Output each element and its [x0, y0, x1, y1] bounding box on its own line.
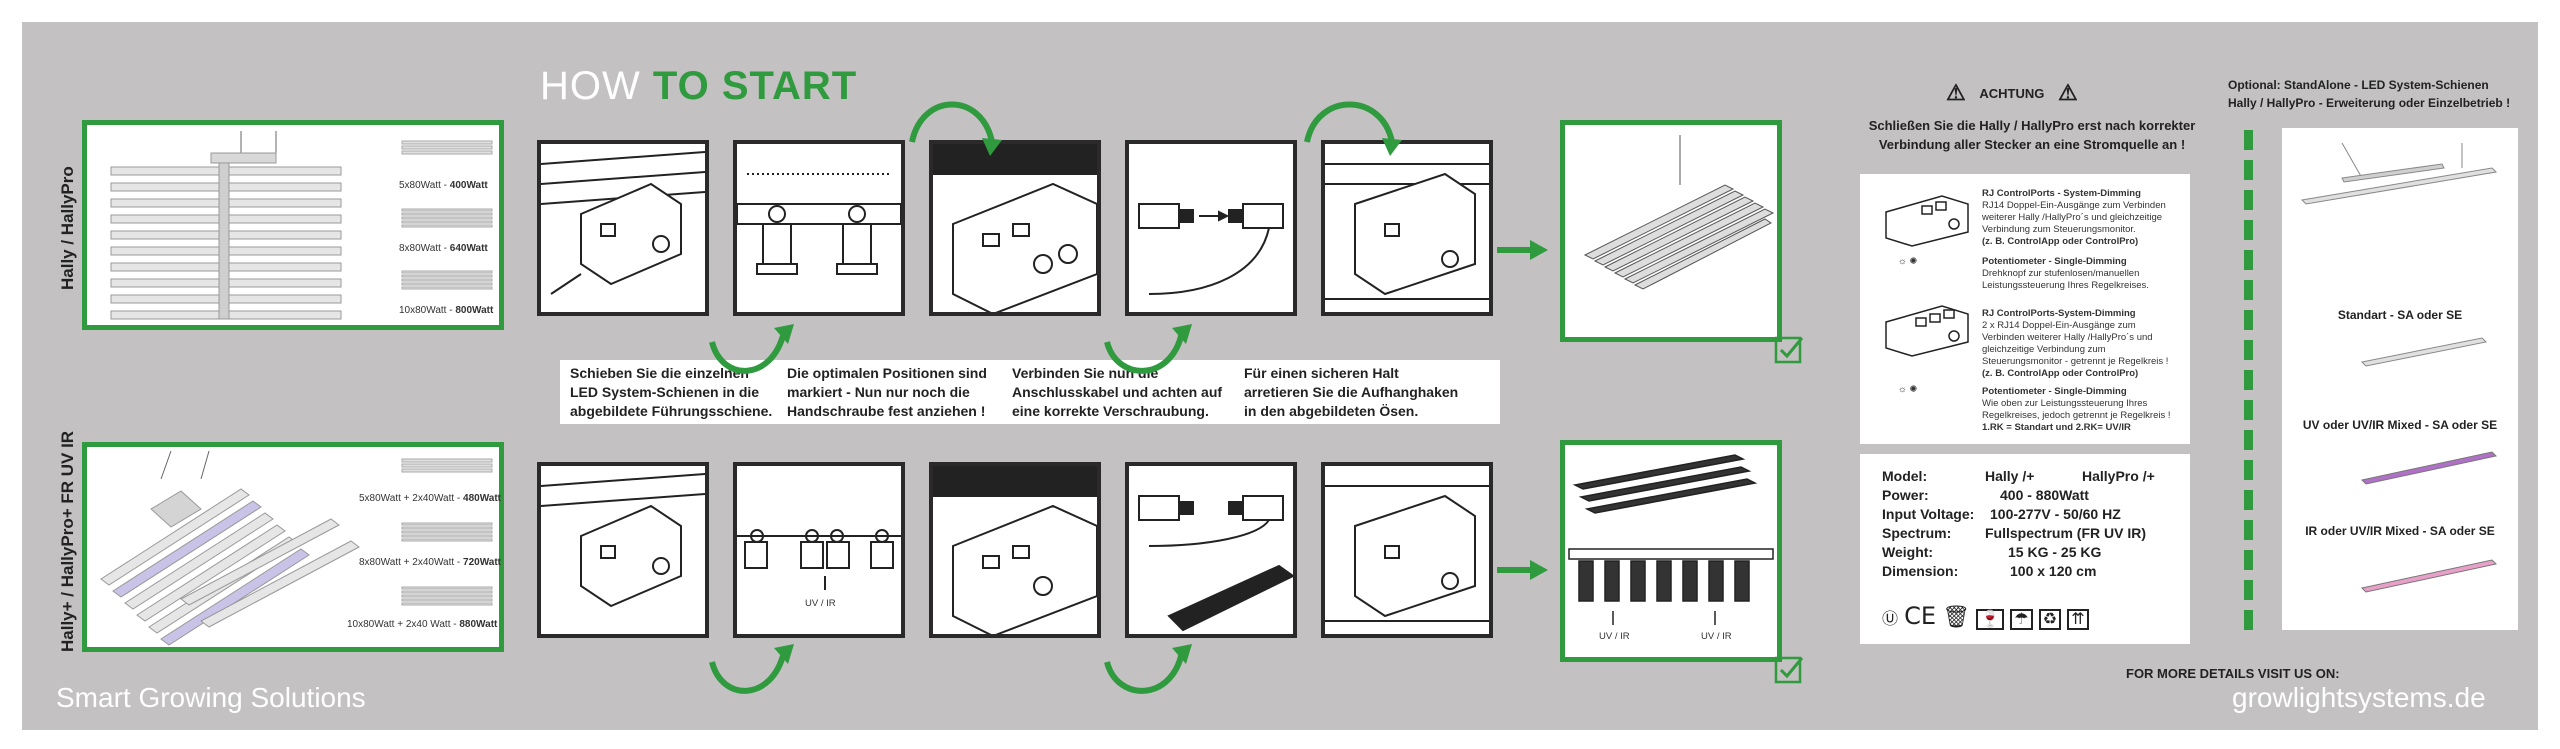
checkmark-icon — [1774, 336, 1804, 364]
spec-power: Power: — [1882, 487, 1929, 503]
title-part-1: HOW — [540, 64, 653, 108]
spec-dimension-value: 100 x 120 cm — [2010, 563, 2097, 579]
curved-arrow-icon — [1104, 651, 1185, 694]
standalone-rail-uv-image — [2360, 451, 2498, 485]
flow-arrows — [709, 101, 1548, 694]
spec-weight-value: 15 KG - 25 KG — [2008, 544, 2102, 560]
variant-3-label: 10x80Watt - 800Watt — [399, 305, 494, 316]
step-7-image: UV / IR — [733, 462, 905, 638]
curved-arrow-icon — [1104, 331, 1185, 374]
product-2-fixture-image — [100, 450, 360, 646]
recycle-icon: ♻ — [2038, 609, 2062, 630]
product-1-fixture-image — [110, 131, 342, 320]
product-1-side-label: Hally / HallyPro — [58, 166, 77, 290]
product-2-side-label: Hally+ / HallyPro+ FR UV IR — [58, 430, 77, 652]
variant-1-label: 5x80Watt - 400Watt — [399, 180, 488, 191]
step-8-image — [929, 462, 1101, 638]
optional-label-3: IR oder UV/IR Mixed - SA oder SE — [2305, 524, 2495, 538]
ul-listed-icon: Ⓤ — [1882, 611, 1899, 628]
weee-bin-icon: 🗑 — [1942, 604, 1971, 629]
specs-panel: Model: Hally /+ HallyPro /+ Power: 400 -… — [1860, 454, 2190, 644]
product-1-box: 5x80Watt - 400Watt 8x80Watt - 640Watt 10… — [82, 120, 504, 330]
result-2-image: UV / IR UV / IR — [1560, 440, 1782, 662]
control-4-text: Potentiometer - Single-Dimming Wie oben … — [1982, 386, 2171, 433]
checkmark-icon — [1774, 656, 1804, 684]
variant-plus-3-label: 10x80Watt + 2x40 Watt - 880Watt — [347, 619, 498, 630]
spec-model-value-2: HallyPro /+ — [2082, 468, 2155, 484]
curved-arrow-icon — [909, 101, 995, 143]
step-7-uv-label: UV / IR — [805, 598, 836, 609]
knob-pair-icon: ☼ ✺ — [1898, 384, 1918, 395]
title-part-2: TO START — [652, 64, 858, 108]
step-4-image — [1125, 140, 1297, 316]
spec-model: Model: — [1882, 468, 1928, 484]
step-1-image — [537, 140, 709, 316]
warning-triangle-icon: ⚠ — [1946, 80, 1966, 105]
result-uv-label-left: UV / IR — [1599, 631, 1630, 642]
curved-arrow-icon — [709, 651, 787, 694]
footer-slogan: Smart Growing Solutions — [56, 682, 366, 713]
ce-mark-icon: CE — [1904, 602, 1937, 630]
variant-plus-1-label: 5x80Watt + 2x40Watt - 480Watt — [359, 493, 502, 504]
step-5-image — [1321, 140, 1493, 316]
fragile-glass-icon: 🍷 — [1976, 609, 2005, 630]
step-2-image — [733, 140, 905, 316]
spec-power-value: 400 - 880Watt — [2000, 487, 2089, 503]
step-10-image — [1321, 462, 1493, 638]
instructions-strip — [560, 360, 1500, 424]
cert-icons: Ⓤ CE 🗑 🍷 ☂ ♻ ⇈ — [1882, 602, 2089, 630]
step-3-image — [929, 140, 1101, 316]
this-way-up-icon: ⇈ — [2067, 609, 2089, 630]
optional-label-1: Standart - SA oder SE — [2337, 308, 2463, 322]
warning-heading: ⚠ ACHTUNG ⚠ — [1946, 80, 2078, 105]
optional-heading: Optional: StandAlone - LED System-Schien… — [2228, 78, 2511, 110]
variant-8-rail-icon — [401, 208, 493, 228]
footer-details: FOR MORE DETAILS VISIT US ON: — [2126, 666, 2340, 681]
optional-panel: Standart - SA oder SE UV oder UV/IR Mixe… — [2282, 128, 2518, 630]
optional-label-2: UV oder UV/IR Mixed - SA oder SE — [2302, 418, 2498, 432]
warning-text: Schließen Sie die Hally / HallyPro erst … — [1868, 118, 2196, 152]
variant-plus-10-rail-icon — [401, 586, 493, 606]
spec-model-value: Hally /+ — [1985, 468, 2035, 484]
keep-dry-umbrella-icon: ☂ — [2010, 609, 2033, 630]
standalone-rail-ir-image — [2360, 559, 2498, 593]
website-link[interactable]: growlightsystems.de — [2232, 682, 2486, 713]
step-9-image — [1125, 462, 1297, 638]
variant-2-label: 8x80Watt - 640Watt — [399, 243, 488, 254]
variant-plus-8-rail-icon — [401, 522, 493, 542]
knob-icon: ☼ ✺ — [1898, 256, 1918, 267]
warning-triangle-icon: ⚠ — [2057, 80, 2078, 105]
step-6-image — [537, 462, 709, 638]
variant-plus-2-label: 8x80Watt + 2x40Watt - 720Watt — [359, 557, 502, 568]
product-2-box: 5x80Watt + 2x40Watt - 480Watt 8x80Watt +… — [82, 442, 504, 652]
spec-dimension: Dimension: — [1882, 563, 1959, 579]
standalone-rail-standard-image — [2300, 142, 2498, 205]
poster: Hally / HallyPro 5x80Watt - 400Watt — [22, 22, 2538, 730]
curved-arrow-icon — [1304, 101, 1395, 143]
variant-plus-5-rail-icon — [401, 458, 493, 473]
dashed-divider — [2244, 130, 2253, 640]
spec-spectrum: Spectrum: — [1882, 525, 1952, 541]
spec-spectrum-value: Fullspectrum (FR UV IR) — [1985, 525, 2147, 541]
control-3-text: RJ ControlPorts-System-Dimming 2 x RJ14 … — [1982, 308, 2169, 379]
curved-arrow-icon — [709, 331, 787, 374]
spec-weight: Weight: — [1882, 544, 1934, 560]
controls-panel: RJ ControlPorts - System-Dimming RJ14 Do… — [1860, 174, 2190, 444]
variant-10-rail-icon — [401, 270, 493, 290]
standalone-rail-standard-2-image — [2360, 337, 2488, 367]
variant-5-rail-icon — [401, 140, 493, 155]
control-port-image-1 — [1885, 195, 1969, 247]
control-2-text: Potentiometer - Single-Dimming Drehknopf… — [1982, 256, 2149, 291]
control-1-text: RJ ControlPorts - System-Dimming RJ14 Do… — [1982, 188, 2166, 247]
spec-voltage: Input Voltage: — [1882, 506, 1975, 522]
page-title: HOW TO START — [540, 64, 857, 109]
spec-voltage-value: 100-277V - 50/60 HZ — [1990, 506, 2121, 522]
control-port-image-2 — [1885, 305, 1969, 357]
result-uv-label-right: UV / IR — [1701, 631, 1732, 642]
result-1-image — [1560, 120, 1782, 342]
